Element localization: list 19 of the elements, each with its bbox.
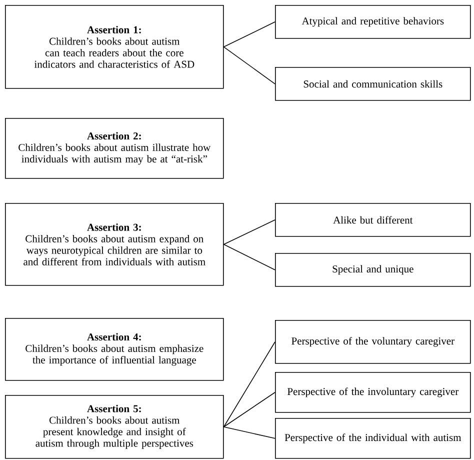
theme-box: Perspective of the involuntary caregiver xyxy=(275,372,471,413)
connector-line xyxy=(223,22,276,48)
connector-line xyxy=(223,426,276,439)
connector-line xyxy=(223,244,276,270)
assertion-box: Assertion 1: Children’s books about autism can teach readers about the core indicators and characteristics of ASD xyxy=(5,5,224,89)
connector-line xyxy=(223,46,276,84)
theme-box: Social and communication skills xyxy=(275,67,471,101)
connector-line xyxy=(223,220,276,245)
theme-box: Perspective of the individual with autism xyxy=(275,418,471,459)
assertion-box: Assertion 4: Children’s books about autism emphasize the importance of influential language xyxy=(5,318,224,381)
theme-box: Special and unique xyxy=(275,253,471,287)
assertion-box: Assertion 3: Children’s books about autism expand on ways neurotypical children are similar to and different from individuals with autism xyxy=(5,203,224,286)
theme-box: Alike but different xyxy=(275,203,471,237)
assertion-box: Assertion 5: Children’s books about autism present knowledge and insight of autism through multiple perspectives xyxy=(5,395,224,459)
connector-line xyxy=(223,392,276,428)
theme-box: Atypical and repetitive behaviors xyxy=(275,5,471,39)
theme-box: Perspective of the voluntary caregiver xyxy=(275,320,471,364)
connector-line xyxy=(223,342,276,428)
assertion-box: Assertion 2: Children’s books about autism illustrate how individuals with autism may be at “at-risk” xyxy=(5,118,224,179)
